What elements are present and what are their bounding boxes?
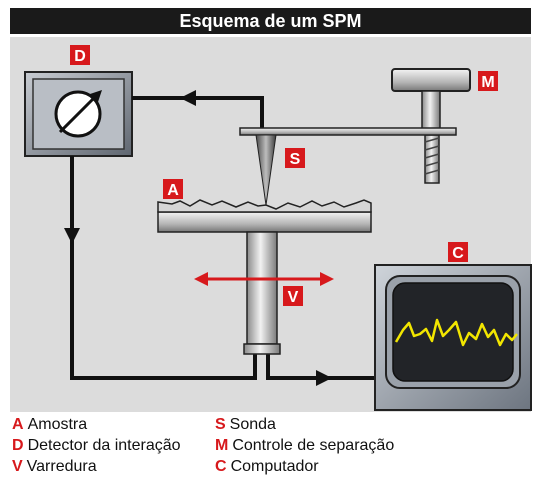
separation-control (391, 68, 471, 184)
wiring (70, 96, 375, 380)
signal-trace (394, 318, 518, 347)
computer-monitor (374, 264, 532, 411)
svg-text:M: M (481, 74, 494, 91)
sample-stage (157, 199, 372, 355)
arrow-right-icon (320, 272, 334, 286)
detector (24, 71, 133, 157)
legend-text: Controle de separação (232, 437, 395, 454)
scan-arrow (194, 272, 334, 286)
diagram-title: Esquema de um SPM (10, 8, 531, 34)
label-m: M (478, 71, 498, 91)
legend-text: Varredura (26, 458, 97, 475)
legend-key: M (215, 437, 229, 454)
legend-key: A (12, 416, 24, 433)
label-s: S (285, 148, 305, 168)
label-a: A (163, 179, 183, 199)
legend-key: D (12, 437, 24, 454)
legend-text: Amostra (27, 416, 88, 433)
svg-text:S: S (290, 151, 301, 168)
legend-text: Detector da interação (27, 437, 181, 454)
label-c: C (448, 242, 468, 262)
legend-key: V (12, 458, 23, 475)
label-d: D (70, 45, 90, 65)
legend-text: Computador (230, 458, 319, 475)
svg-text:D: D (74, 48, 86, 65)
arrow-right-icon (316, 370, 332, 386)
arrow-left-icon (194, 272, 208, 286)
legend-key: S (215, 416, 226, 433)
legend-text: Sonda (229, 416, 276, 433)
legend-key: C (215, 458, 227, 475)
label-v: V (283, 286, 303, 306)
arrow-down-icon (64, 228, 80, 244)
monitor-screen (392, 282, 514, 382)
arrow-left-icon (180, 90, 196, 106)
svg-text:A: A (167, 182, 179, 199)
cantilever (239, 127, 457, 136)
svg-text:C: C (452, 245, 464, 262)
probe-tip (255, 134, 277, 206)
sample-surface (157, 199, 372, 213)
svg-text:V: V (288, 289, 299, 306)
